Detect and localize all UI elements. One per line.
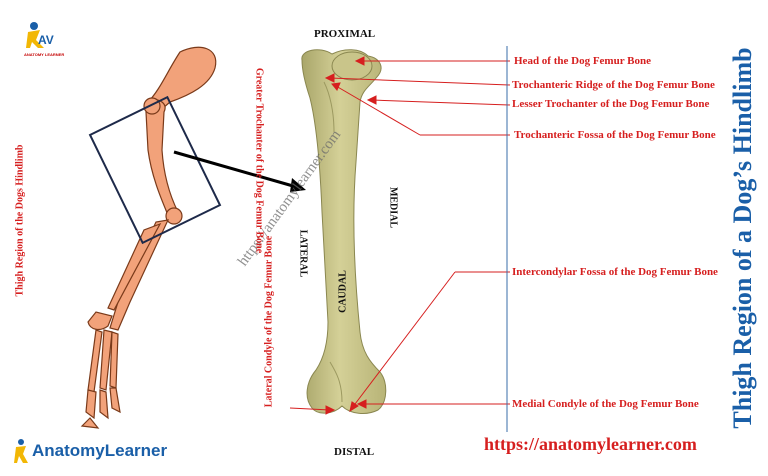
head-label: Head of the Dog Femur Bone	[514, 55, 651, 67]
anatomylearner-logo-bottom: AnatomyLearner	[14, 436, 167, 466]
trochanteric-ridge-label: Trochanteric Ridge of the Dog Femur Bone	[512, 79, 715, 91]
logo-small-text: ANATOMY LEARNER	[24, 52, 65, 57]
intercondylar-fossa-label: Intercondylar Fossa of the Dog Femur Bon…	[512, 266, 718, 278]
lesser-trochanter-label: Lesser Trochanter of the Dog Femur Bone	[512, 98, 710, 110]
pointer-arrow	[173, 150, 306, 192]
medial-label: MEDIAL	[387, 186, 399, 229]
caudal-label: CAUDAL	[337, 270, 349, 313]
femur-bone	[301, 49, 387, 414]
medial-condyle-label: Medial Condyle of the Dog Femur Bone	[512, 398, 699, 410]
website-url[interactable]: https://anatomylearner.com	[484, 434, 697, 454]
proximal-label: PROXIMAL	[314, 28, 376, 40]
logo-figure-icon: AV	[26, 22, 54, 48]
thigh-region-box	[88, 95, 222, 245]
lateral-label: LATERAL	[297, 229, 309, 278]
vertical-title: Thigh Region of a Dog’s Hindlimb	[728, 47, 757, 429]
trochanteric-fossa-label: Trochanteric Fossa of the Dog Femur Bone	[514, 129, 716, 141]
logo-figure-icon-bottom	[14, 439, 28, 463]
dog-hindlimb-illustration	[80, 46, 222, 429]
logo-bottom-text: AnatomyLearner	[32, 441, 168, 460]
distal-label: DISTAL	[334, 446, 375, 458]
anatomylearner-logo-top: AV ANATOMY LEARNER	[24, 18, 64, 62]
lateral-condyle-label: Lateral Condyle of the Dog Femur Bone	[263, 235, 275, 408]
logo-initials: AV	[38, 33, 54, 47]
